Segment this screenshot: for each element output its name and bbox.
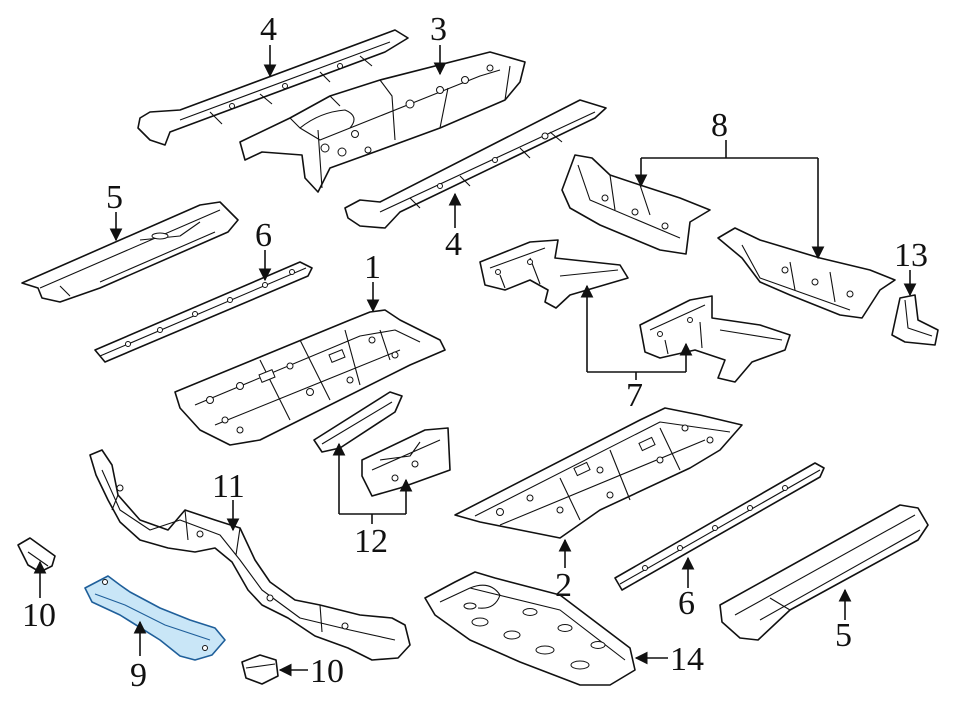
part-8-panel-left bbox=[561, 154, 711, 255]
part-5-upper-sill bbox=[21, 201, 239, 303]
label-part-4: 4 bbox=[260, 11, 277, 48]
label-part-4: 4 bbox=[445, 226, 462, 263]
part-12-bracket-right bbox=[361, 427, 451, 497]
part-4-upper-rail bbox=[137, 29, 409, 146]
label-part-11: 11 bbox=[212, 468, 245, 505]
label-part-6: 6 bbox=[255, 217, 272, 254]
part-5-lower-sill bbox=[719, 504, 929, 641]
part-1-front-floor-pan bbox=[174, 309, 446, 446]
part-7-support-left bbox=[479, 239, 629, 309]
label-part-2: 2 bbox=[555, 567, 572, 604]
label-part-5: 5 bbox=[835, 617, 852, 654]
part-7-support-right bbox=[639, 295, 791, 383]
part-4-lower-rail bbox=[344, 99, 607, 229]
part-13-bracket bbox=[891, 294, 939, 346]
label-part-13: 13 bbox=[894, 237, 928, 274]
label-part-3: 3 bbox=[430, 11, 447, 48]
part-6-upper-strip bbox=[94, 261, 313, 363]
part-11-crossmember bbox=[89, 449, 411, 661]
part-6-lower-strip bbox=[614, 462, 825, 591]
part-9-reinforcement bbox=[84, 575, 226, 661]
callouts bbox=[33, 45, 917, 677]
part-10-bracket-bottom bbox=[241, 654, 279, 685]
part-8-panel-right bbox=[717, 227, 896, 319]
part-3-tunnel bbox=[239, 51, 526, 193]
label-part-12: 12 bbox=[354, 523, 388, 560]
label-part-8: 8 bbox=[711, 107, 728, 144]
label-part-5: 5 bbox=[106, 179, 123, 216]
part-14-underbody-shield bbox=[424, 571, 636, 686]
part-10-bracket-left bbox=[17, 537, 56, 573]
label-part-9: 9 bbox=[130, 657, 147, 694]
label-part-14: 14 bbox=[670, 641, 704, 678]
label-part-1: 1 bbox=[364, 249, 381, 286]
part-labels: 4 3 4 5 6 1 8 13 7 11 12 2 6 5 10 9 10 1… bbox=[22, 11, 928, 694]
label-part-10: 10 bbox=[310, 653, 344, 690]
label-part-6: 6 bbox=[678, 585, 695, 622]
label-part-7: 7 bbox=[626, 377, 643, 414]
part-12-bracket-left bbox=[313, 391, 403, 453]
label-part-10: 10 bbox=[22, 597, 56, 634]
part-2-rear-floor-pan bbox=[454, 407, 743, 539]
